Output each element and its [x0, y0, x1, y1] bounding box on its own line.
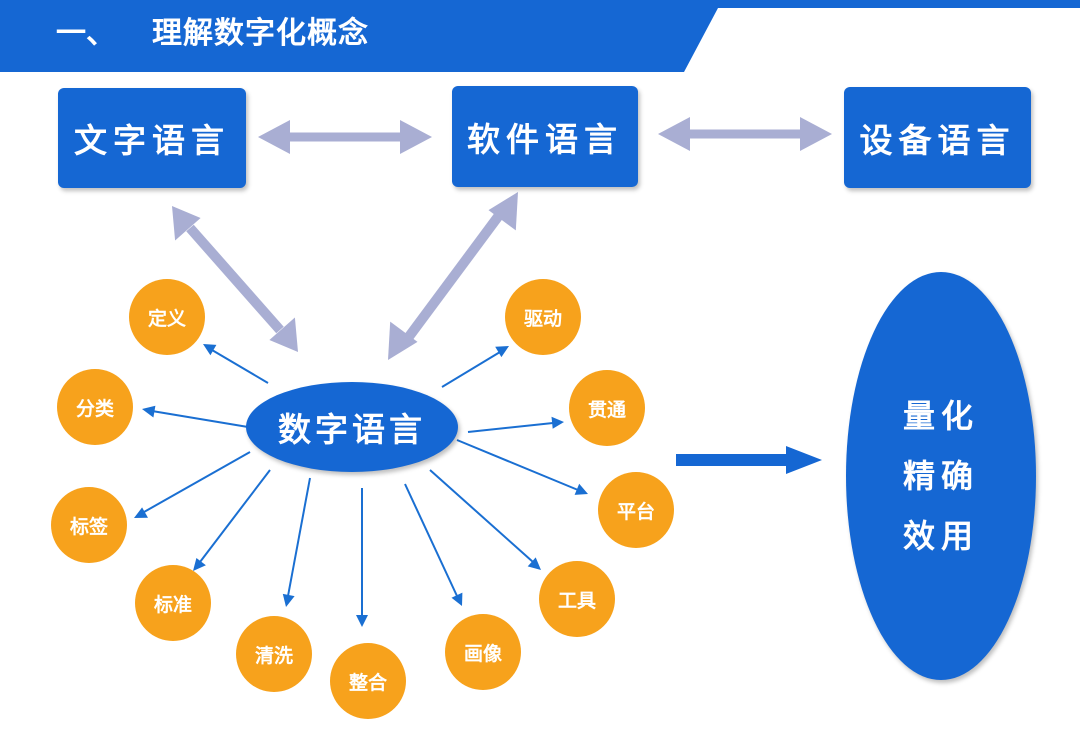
- spoke-define: [203, 344, 269, 384]
- software-language-box: 软件语言: [452, 86, 638, 187]
- double-arrow-software-digital: [388, 192, 518, 360]
- aspect-connect: 贯通: [569, 370, 645, 446]
- spoke-integrate: [356, 488, 368, 627]
- digital-language-ellipse: 数字语言: [246, 382, 458, 472]
- spoke-tools: [429, 469, 541, 570]
- aspect-platform: 平台: [598, 472, 674, 548]
- spoke-classify: [142, 405, 249, 428]
- spoke-standard: [193, 469, 271, 571]
- aspect-portrait: 画像: [445, 614, 521, 690]
- result-utility: 效用: [902, 517, 979, 555]
- section-number: 一、: [56, 16, 116, 51]
- double-arrow-text-digital: [172, 206, 298, 352]
- aspect-clean: 清洗: [236, 616, 312, 692]
- spoke-connect: [467, 416, 564, 433]
- device-language-box: 设备语言: [844, 87, 1031, 188]
- result-arrow: [676, 446, 822, 474]
- spoke-drive: [441, 346, 509, 388]
- result-ellipse: 量化 精确 效用: [846, 272, 1036, 680]
- aspect-tag: 标签: [51, 487, 127, 563]
- header-band: [0, 0, 1080, 72]
- spoke-clean: [282, 477, 311, 607]
- spoke-tag: [134, 451, 251, 518]
- aspect-classify: 分类: [57, 369, 133, 445]
- spoke-portrait: [404, 483, 463, 606]
- aspect-tools: 工具: [539, 561, 615, 637]
- result-quantify: 量化: [902, 397, 979, 435]
- text-language-box: 文字语言: [58, 88, 246, 188]
- result-precise: 精确: [902, 457, 979, 495]
- aspect-standard: 标准: [135, 565, 211, 641]
- aspect-drive: 驱动: [505, 279, 581, 355]
- double-arrow-software-device: [658, 117, 832, 151]
- spoke-platform: [456, 439, 588, 495]
- aspect-define: 定义: [129, 279, 205, 355]
- aspect-integrate: 整合: [330, 643, 406, 719]
- page-title: 理解数字化概念: [152, 16, 369, 51]
- double-arrow-text-software: [258, 120, 432, 154]
